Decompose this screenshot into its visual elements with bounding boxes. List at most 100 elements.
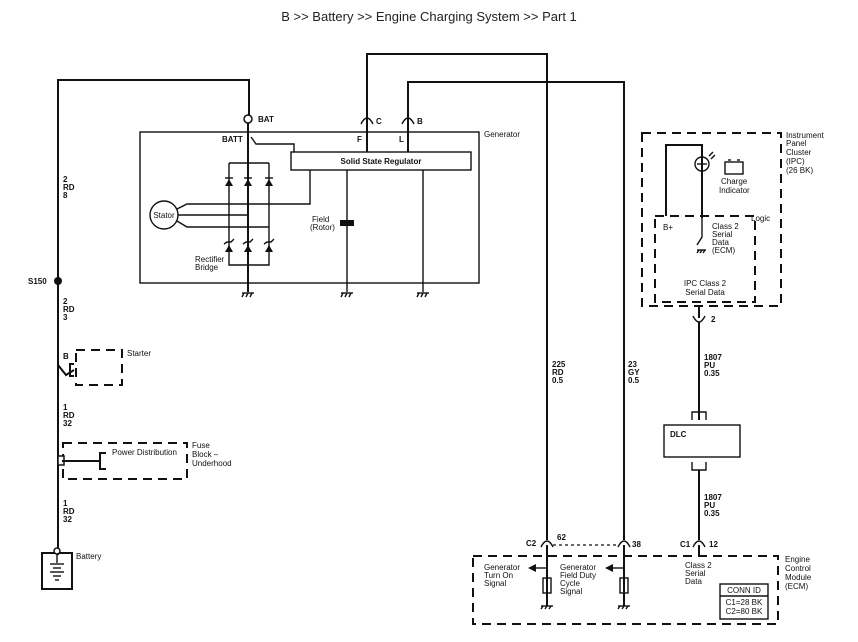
svg-text:C1: C1 bbox=[680, 540, 691, 549]
svg-text:Generator: Generator bbox=[560, 563, 596, 572]
svg-text:Bridge: Bridge bbox=[195, 263, 219, 272]
svg-text:C1=28 BK: C1=28 BK bbox=[726, 598, 763, 607]
svg-text:62: 62 bbox=[557, 533, 566, 542]
svg-text:2: 2 bbox=[711, 315, 716, 324]
splice-s150 bbox=[54, 277, 62, 285]
svg-text:DLC: DLC bbox=[670, 430, 687, 439]
svg-text:Instrument: Instrument bbox=[786, 131, 825, 140]
svg-text:Signal: Signal bbox=[560, 587, 582, 596]
svg-text:BATT: BATT bbox=[222, 135, 243, 144]
svg-text:Serial Data: Serial Data bbox=[685, 288, 725, 297]
battery-indicator-icon bbox=[724, 161, 744, 175]
svg-text:Control: Control bbox=[785, 564, 811, 573]
wire-label-225: 225 RD 0.5 bbox=[552, 360, 566, 385]
svg-text:Solid State Regulator: Solid State Regulator bbox=[341, 157, 422, 166]
battery: Battery bbox=[41, 547, 101, 590]
starter-terminal: B bbox=[63, 352, 69, 361]
generator-label: Generator bbox=[484, 130, 520, 139]
charge-indicator-lamp bbox=[694, 156, 710, 172]
svg-text:Module: Module bbox=[785, 573, 812, 582]
wire-label-1807-lower: 1807 PU 0.35 bbox=[704, 493, 722, 518]
engine-control-module: Engine Control Module (ECM) C2 62 38 Gen… bbox=[472, 533, 812, 625]
svg-text:(IPC): (IPC) bbox=[786, 157, 805, 166]
splice-label: S150 bbox=[28, 277, 47, 286]
svg-text:Block –: Block – bbox=[192, 450, 219, 459]
wire-label-1807-upper: 1807 PU 0.35 bbox=[704, 353, 722, 378]
svg-text:RD: RD bbox=[63, 305, 75, 314]
svg-text:(ECM): (ECM) bbox=[785, 582, 808, 591]
svg-text:(ECM): (ECM) bbox=[712, 246, 735, 255]
wire-23-gy bbox=[407, 81, 625, 540]
battery-label: Battery bbox=[76, 552, 101, 561]
svg-text:Serial: Serial bbox=[712, 230, 733, 239]
svg-text:Rectifier: Rectifier bbox=[195, 255, 225, 264]
field-rotor bbox=[340, 220, 354, 226]
svg-text:BAT: BAT bbox=[258, 115, 274, 124]
svg-text:Cluster: Cluster bbox=[786, 148, 812, 157]
svg-text:Data: Data bbox=[712, 238, 729, 247]
wire-label-below-splice: 2 RD 3 bbox=[63, 297, 75, 322]
svg-text:0.35: 0.35 bbox=[704, 369, 720, 378]
svg-text:RD: RD bbox=[63, 411, 75, 420]
svg-text:Engine: Engine bbox=[785, 555, 810, 564]
battery-feed-wire bbox=[57, 79, 250, 555]
svg-text:(26 BK): (26 BK) bbox=[786, 166, 813, 175]
svg-text:C2: C2 bbox=[526, 539, 537, 548]
svg-text:Stator: Stator bbox=[153, 211, 175, 220]
svg-text:Cycle: Cycle bbox=[560, 579, 581, 588]
svg-text:Generator: Generator bbox=[484, 563, 520, 572]
starter: B Starter bbox=[57, 349, 151, 386]
wire-225-rd bbox=[366, 53, 548, 540]
svg-text:Serial: Serial bbox=[685, 569, 706, 578]
svg-text:225: 225 bbox=[552, 360, 566, 369]
ground-icons bbox=[241, 292, 429, 298]
svg-text:Class 2: Class 2 bbox=[712, 222, 739, 231]
ipc-connector-pin-2: 2 bbox=[692, 307, 716, 324]
solid-state-regulator bbox=[290, 151, 472, 171]
svg-text:Turn On: Turn On bbox=[484, 571, 513, 580]
svg-text:1807: 1807 bbox=[704, 493, 722, 502]
svg-text:32: 32 bbox=[63, 515, 72, 524]
svg-text:1: 1 bbox=[63, 403, 68, 412]
svg-text:2: 2 bbox=[63, 175, 68, 184]
generator: Generator BAT BATT Solid State Regulator… bbox=[139, 114, 520, 298]
power-distribution-label: Power Distribution bbox=[112, 448, 177, 457]
svg-text:0.5: 0.5 bbox=[552, 376, 564, 385]
svg-text:C: C bbox=[376, 117, 382, 126]
svg-text:Panel: Panel bbox=[786, 139, 807, 148]
svg-text:32: 32 bbox=[63, 419, 72, 428]
svg-text:1807: 1807 bbox=[704, 353, 722, 362]
svg-text:C2=80 BK: C2=80 BK bbox=[726, 607, 763, 616]
wire-label-starter-fuse: 1 RD 32 bbox=[63, 403, 75, 428]
svg-text:Underhood: Underhood bbox=[192, 459, 232, 468]
svg-text:Logic: Logic bbox=[751, 214, 770, 223]
svg-text:0.5: 0.5 bbox=[628, 376, 640, 385]
svg-text:3: 3 bbox=[63, 313, 68, 322]
instrument-panel-cluster: Instrument Panel Cluster (IPC) (26 BK) C… bbox=[641, 131, 825, 307]
svg-text:12: 12 bbox=[709, 540, 718, 549]
svg-text:IPC Class 2: IPC Class 2 bbox=[684, 279, 727, 288]
svg-text:38: 38 bbox=[632, 540, 641, 549]
svg-text:(Rotor): (Rotor) bbox=[310, 223, 335, 232]
starter-label: Starter bbox=[127, 349, 151, 358]
wire-label-fuse-battery: 1 RD 32 bbox=[63, 499, 75, 524]
fuse-block-underhood: Power Distribution Fuse Block – Underhoo… bbox=[57, 441, 232, 480]
svg-text:Indicator: Indicator bbox=[719, 186, 750, 195]
svg-text:0.35: 0.35 bbox=[704, 509, 720, 518]
rectifier-diodes bbox=[223, 177, 275, 252]
svg-text:2: 2 bbox=[63, 297, 68, 306]
svg-text:8: 8 bbox=[63, 191, 68, 200]
svg-text:1: 1 bbox=[63, 499, 68, 508]
svg-text:GY: GY bbox=[628, 368, 640, 377]
svg-text:23: 23 bbox=[628, 360, 637, 369]
svg-text:Field Duty: Field Duty bbox=[560, 571, 596, 580]
svg-text:Class 2: Class 2 bbox=[685, 561, 712, 570]
svg-text:RD: RD bbox=[63, 183, 75, 192]
wire-label-23: 23 GY 0.5 bbox=[628, 360, 640, 385]
data-link-connector: DLC bbox=[663, 411, 741, 471]
svg-text:B: B bbox=[417, 117, 423, 126]
svg-text:B+: B+ bbox=[663, 223, 673, 232]
svg-text:CONN ID: CONN ID bbox=[727, 586, 761, 595]
svg-text:RD: RD bbox=[552, 368, 564, 377]
wire-label-upper: 2 RD 8 bbox=[63, 175, 75, 200]
